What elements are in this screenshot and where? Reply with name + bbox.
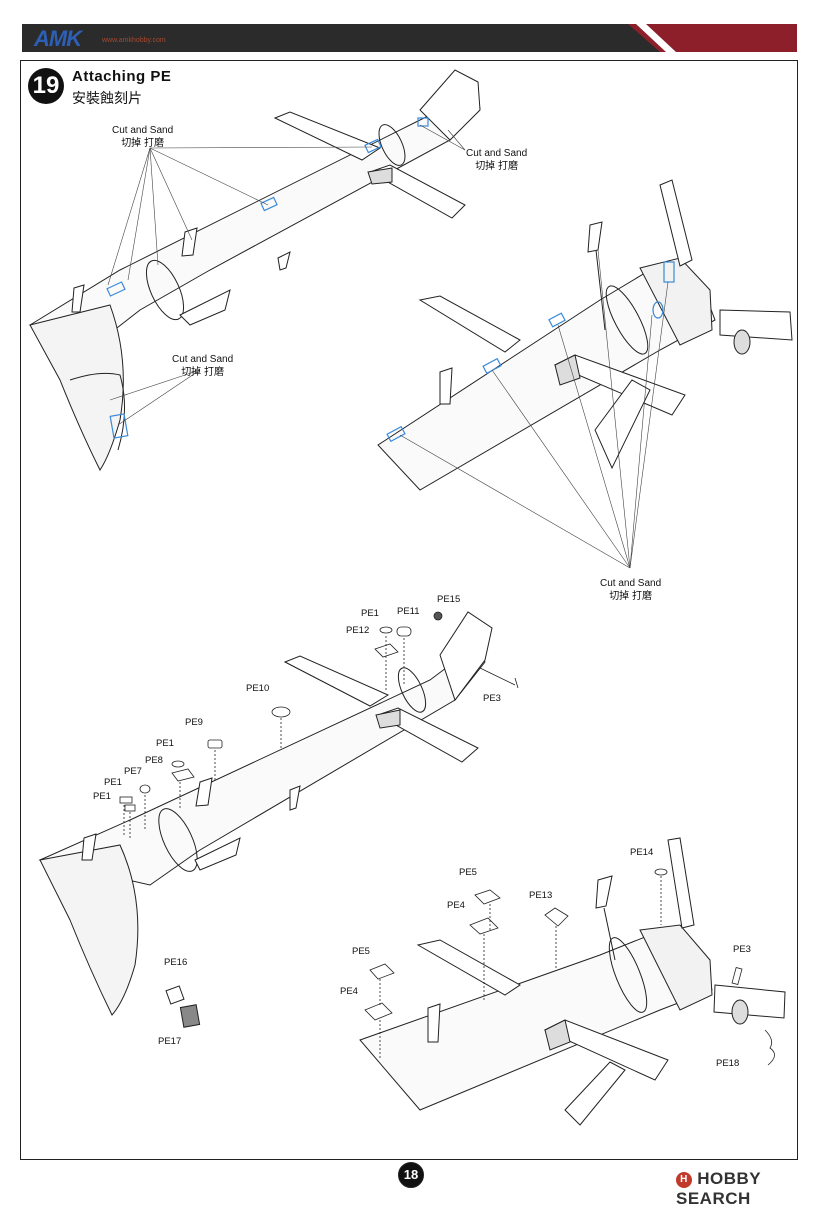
part-label-pe18: PE18 — [716, 1058, 740, 1069]
part-label-pe3: PE3 — [483, 693, 501, 704]
part-label-pe1: PE1 — [361, 608, 379, 619]
fuselage-view-bottom-right — [359, 837, 786, 1126]
pe-parts-bottom-left — [119, 611, 519, 840]
note-cut-sand-4: Cut and Sand 切掉 打磨 — [600, 577, 661, 603]
pe-highlight-blue — [106, 117, 429, 439]
part-label-pe5: PE5 — [459, 867, 477, 878]
step-subtitle: 安裝蝕刻片 — [72, 90, 142, 106]
note-zh: 切掉 打磨 — [609, 591, 652, 602]
note-zh: 切掉 打磨 — [181, 367, 224, 378]
note-zh: 切掉 打磨 — [121, 138, 164, 149]
part-label-pe5: PE5 — [352, 946, 370, 957]
note-cut-sand-3: Cut and Sand 切掉 打磨 — [172, 353, 233, 379]
part-label-pe4: PE4 — [447, 900, 465, 911]
hobby-search-icon: H — [676, 1172, 692, 1188]
note-en: Cut and Sand — [600, 578, 662, 589]
part-label-pe1: PE1 — [93, 791, 111, 802]
part-label-pe16: PE16 — [164, 957, 188, 968]
fuselage-view-top-left — [28, 69, 481, 471]
note-en: Cut and Sand — [112, 125, 174, 136]
part-label-pe7: PE7 — [124, 766, 142, 777]
part-label-pe13: PE13 — [529, 890, 553, 901]
note-cut-sand-2: Cut and Sand 切掉 打磨 — [466, 147, 527, 173]
header-band — [22, 24, 797, 52]
step-title: Attaching PE — [72, 68, 172, 85]
leader-lines-1 — [107, 124, 466, 426]
part-label-pe3: PE3 — [733, 944, 751, 955]
part-label-pe1: PE1 — [156, 738, 174, 749]
page-frame — [20, 60, 798, 1160]
pe-parts-bottom-right — [364, 868, 775, 1066]
note-cut-sand-1: Cut and Sand 切掉 打磨 — [112, 124, 173, 150]
page-number: 18 — [398, 1162, 424, 1188]
part-label-pe9: PE9 — [185, 717, 203, 728]
part-label-pe1: PE1 — [104, 777, 122, 788]
brand-url: www.amkhobby.com — [102, 37, 166, 44]
part-label-pe17: PE17 — [158, 1036, 182, 1047]
leader-lines-2 — [399, 249, 669, 569]
part-label-pe14: PE14 — [630, 847, 654, 858]
part-label-pe8: PE8 — [145, 755, 163, 766]
note-zh: 切掉 打磨 — [475, 161, 518, 172]
step-number-badge: 19 — [28, 68, 64, 104]
brand-logo: AMK — [34, 26, 82, 51]
note-en: Cut and Sand — [172, 354, 234, 365]
part-label-pe11: PE11 — [397, 606, 420, 617]
fuselage-view-bottom-left — [38, 611, 493, 1028]
part-label-pe15: PE15 — [437, 594, 461, 605]
part-label-pe4: PE4 — [340, 986, 358, 997]
note-en: Cut and Sand — [466, 148, 528, 159]
part-label-pe12: PE12 — [346, 625, 370, 636]
watermark: H HOBBY SEARCH — [676, 1169, 818, 1209]
part-label-pe10: PE10 — [246, 683, 270, 694]
